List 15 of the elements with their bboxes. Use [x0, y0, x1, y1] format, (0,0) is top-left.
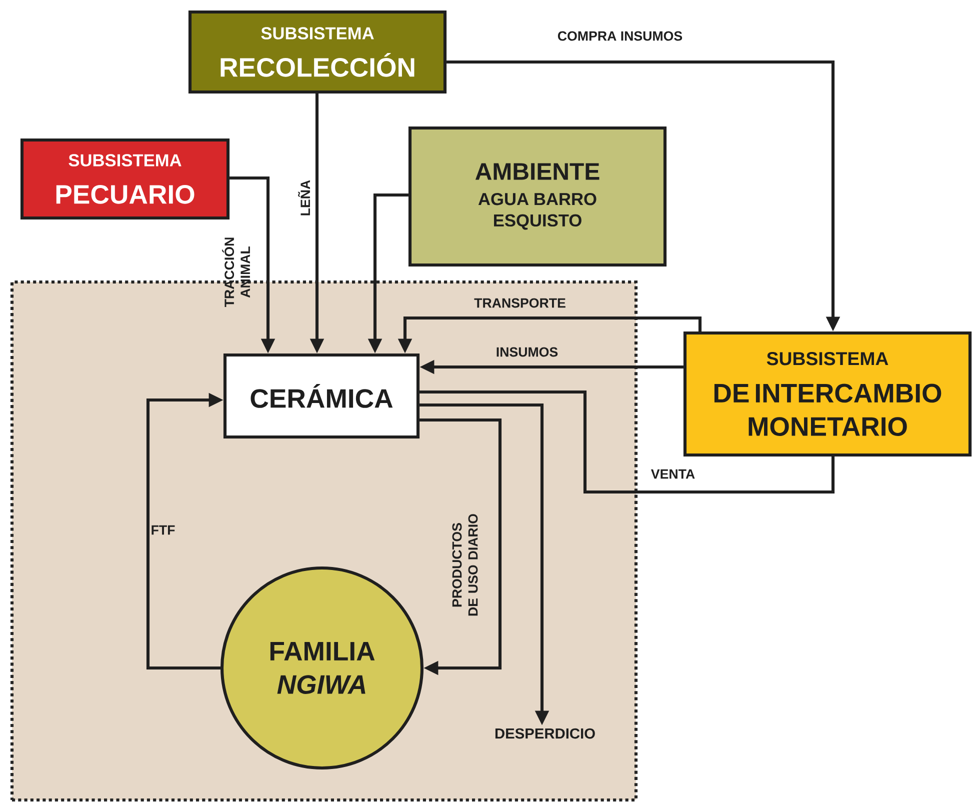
edge-label: INSUMOS [496, 347, 558, 357]
edge-label: VENTA [650, 469, 695, 479]
edge-label: PRODUCTOS DE USO DIARIO [452, 514, 478, 616]
subsystem-box: SUBSISTEMA DE INTERCAMBIO MONETARIO [683, 331, 972, 457]
endpoint-label: DESPERDICIO [495, 728, 595, 739]
edge-label: LEÑA [298, 180, 310, 216]
subsystem-box: SUBSISTEMA RECOLECCIÓN [188, 10, 447, 94]
edge-label: FTF [152, 525, 175, 535]
edge-label: TRANSPORTE [474, 298, 566, 308]
process-box: CERÁMICA [223, 353, 420, 439]
environment-box: AMBIENTE AGUA BARRO ESQUISTO [408, 126, 667, 267]
edge-label: COMPRA INSUMOS [558, 31, 682, 41]
subsystem-box: SUBSISTEMA PECUARIO [20, 138, 230, 220]
arrow [420, 418, 502, 676]
edge-label: TRACCIÓN ANIMAL [222, 238, 250, 308]
